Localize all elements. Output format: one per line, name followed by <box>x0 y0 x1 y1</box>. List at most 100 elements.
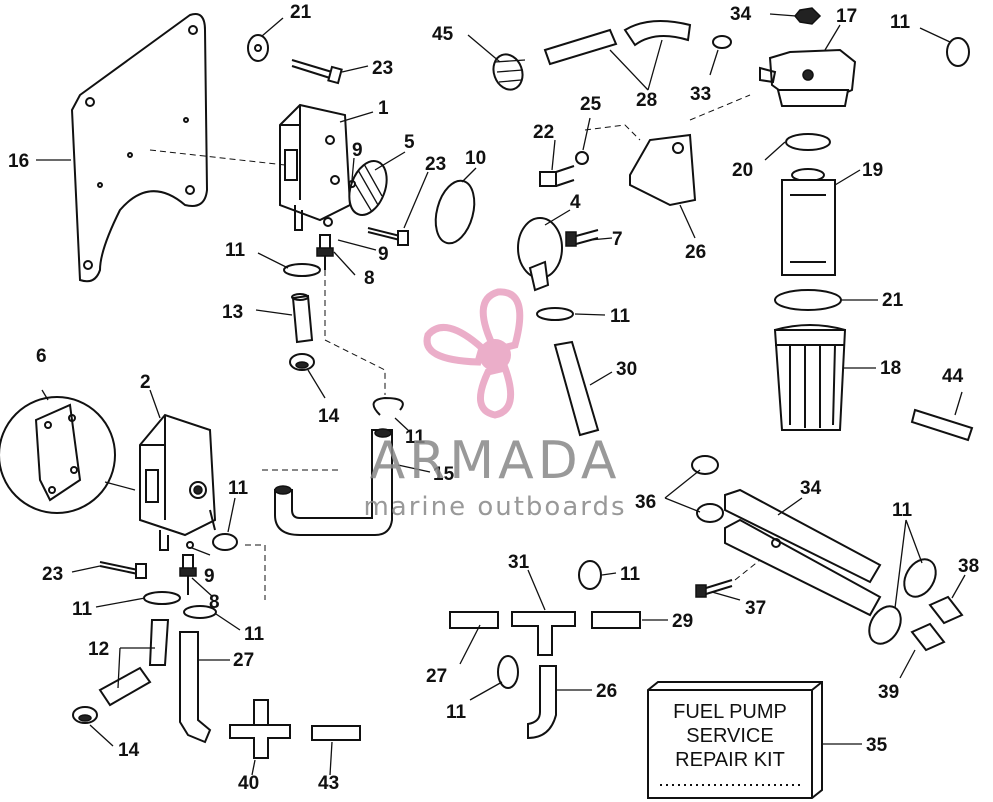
hose-clamp <box>492 53 526 91</box>
hose-clamp <box>183 605 217 619</box>
fuel-hose <box>543 28 618 66</box>
barb-fitting <box>910 408 974 442</box>
screw <box>539 165 575 187</box>
part-label: 23 <box>372 58 393 79</box>
part-labels: 21 23 1 16 9 5 23 10 9 8 11 13 14 11 15 … <box>8 2 979 794</box>
screw <box>99 561 147 579</box>
o-ring <box>785 133 831 151</box>
o-ring-small <box>323 217 333 227</box>
filter-element <box>781 168 836 276</box>
part-label: 28 <box>636 90 657 111</box>
part-label: 16 <box>8 151 29 172</box>
part-label: 11 <box>225 240 246 261</box>
part-label: 36 <box>635 492 656 513</box>
fuel-hose-curved <box>274 429 393 536</box>
mounting-plate <box>70 13 209 283</box>
part-label: 44 <box>942 366 964 387</box>
part-label: 45 <box>432 24 454 45</box>
hose-clamp <box>691 455 719 475</box>
part-label: 13 <box>222 302 243 323</box>
part-label: 34 <box>730 4 752 25</box>
screw <box>565 229 599 247</box>
part-label: 2 <box>140 372 151 393</box>
part-label: 10 <box>465 148 486 169</box>
part-label: 8 <box>364 268 375 289</box>
watermark-brand: ARMADA <box>370 431 621 491</box>
fuel-hose-elbow <box>527 665 557 740</box>
hose-short <box>449 611 499 629</box>
part-label: 7 <box>612 229 623 250</box>
screw <box>291 59 343 85</box>
part-label: 30 <box>616 359 637 380</box>
part-label: 27 <box>233 650 254 671</box>
hose-clamp <box>696 503 724 523</box>
repair-kit-line2: SERVICE <box>686 725 773 747</box>
filter-bowl <box>773 324 847 431</box>
propeller-logo-icon <box>423 288 524 419</box>
tee-fitting <box>229 724 291 759</box>
part-label: 12 <box>88 639 109 660</box>
part-label: 11 <box>892 500 913 521</box>
fuel-hose <box>291 294 314 344</box>
fitting <box>316 234 334 270</box>
fitting <box>179 554 197 595</box>
part-label: 37 <box>745 598 766 619</box>
part-label: 21 <box>882 290 904 311</box>
gasket-detail <box>0 396 136 514</box>
hose-clamp <box>372 396 404 416</box>
part-label: 11 <box>72 599 93 620</box>
part-label: 11 <box>228 478 249 499</box>
part-label: 11 <box>890 12 911 33</box>
part-label: 9 <box>378 244 389 265</box>
part-label: 1 <box>378 98 389 119</box>
part-label: 9 <box>204 566 215 587</box>
coupling <box>910 622 946 652</box>
part-label: 14 <box>318 406 340 427</box>
tee-fitting <box>511 611 576 656</box>
part-label: 5 <box>404 132 415 153</box>
part-label: 35 <box>866 735 888 756</box>
part-label: 23 <box>425 154 446 175</box>
part-label: 11 <box>244 624 265 645</box>
fuel-line-assembly <box>724 488 882 617</box>
part-label: 6 <box>36 346 47 367</box>
hose-clamp <box>212 533 238 551</box>
part-label: 26 <box>685 242 706 263</box>
repair-kit-box <box>647 681 823 799</box>
part-label: 11 <box>610 306 631 327</box>
part-label: 23 <box>42 564 63 585</box>
part-label: 29 <box>672 611 693 632</box>
fuel-hose <box>623 20 692 47</box>
hose-clamp <box>143 591 181 605</box>
part-label: 38 <box>958 556 979 577</box>
part-label: 15 <box>433 464 455 485</box>
part-label: 27 <box>426 666 447 687</box>
repair-kit-line1: FUEL PUMP <box>673 701 787 723</box>
part-label: 31 <box>508 552 530 573</box>
o-ring <box>774 289 842 311</box>
gasket <box>348 180 356 188</box>
fuel-pump <box>139 413 217 551</box>
part-label: 11 <box>620 564 641 585</box>
part-label: 9 <box>352 140 363 161</box>
o-ring <box>434 179 476 245</box>
armada-watermark: ARMADA marine outboards <box>363 288 625 522</box>
washer <box>247 34 269 62</box>
hose-clamp <box>578 560 602 590</box>
part-label: 11 <box>446 702 467 723</box>
part-label: 26 <box>596 681 617 702</box>
part-label: 11 <box>405 427 426 448</box>
hose-clamp <box>903 558 937 598</box>
coupling <box>928 595 964 625</box>
part-label: 21 <box>290 2 312 23</box>
part-label: 4 <box>570 192 581 213</box>
hose-clip <box>289 353 315 371</box>
part-label: 14 <box>118 740 140 761</box>
hose-clip <box>712 35 732 49</box>
fuel-hose <box>98 666 152 707</box>
hose-short <box>311 725 361 741</box>
hose-clamp <box>946 37 970 67</box>
part-label: 40 <box>238 773 259 794</box>
part-label: 17 <box>836 6 857 27</box>
hose-clamp <box>283 263 321 277</box>
